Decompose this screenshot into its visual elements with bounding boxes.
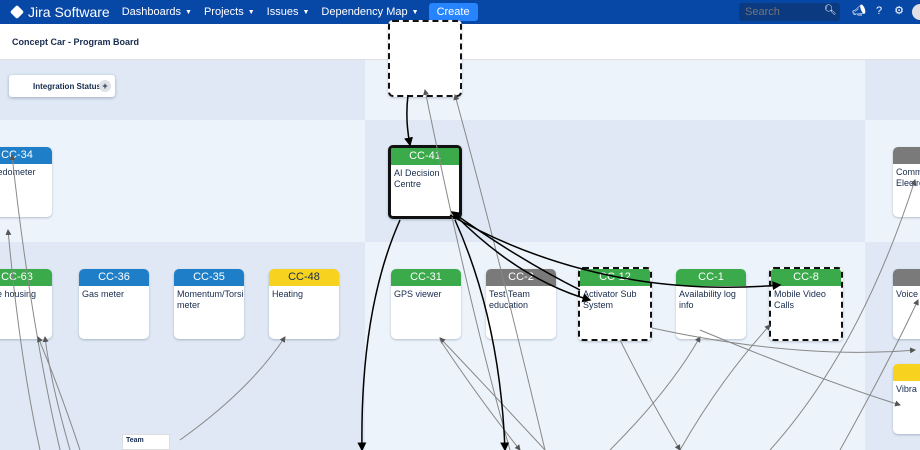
issue-key: C [893, 269, 920, 286]
chevron-down-icon: ▼ [302, 8, 310, 16]
create-button[interactable]: Create [428, 3, 478, 21]
issue-card-selected[interactable]: CC-41 AI Decision Centre [388, 145, 462, 219]
dependency-line-active [357, 219, 401, 450]
chevron-down-icon: ▼ [411, 8, 419, 16]
issue-card[interactable]: CC-36 Gas meter [79, 269, 149, 339]
issue-summary: Availability log info [679, 289, 736, 310]
issue-key: CC-35 [174, 269, 244, 286]
issue-key: CC-48 [269, 269, 339, 286]
issue-card[interactable]: CC-12 Activator Sub System [578, 267, 652, 341]
chevron-down-icon: ▼ [185, 8, 192, 16]
dependency-line [699, 329, 901, 407]
nav-dashboards[interactable]: Dashboards▼ [122, 6, 192, 18]
program-board: Integration Status + CC-34 ...eedometer … [0, 20, 920, 450]
gear-icon[interactable]: ⚙ [894, 5, 904, 17]
logo-text: Jira Software [28, 4, 110, 20]
dependency-line-active [404, 94, 413, 147]
issue-card[interactable]: CC-48 Heating [269, 269, 339, 339]
nav-projects[interactable]: Projects▼ [204, 6, 255, 18]
issue-key: C [893, 147, 920, 164]
issue-card[interactable]: CC-34 ...eedometer [0, 147, 52, 217]
integration-status-label: Integration Status [33, 82, 102, 91]
dependency-line [619, 339, 681, 450]
issue-summary: Voice c... [896, 289, 920, 299]
dependency-line [769, 179, 917, 450]
dependency-line [42, 336, 71, 450]
dependency-line [439, 339, 521, 450]
issue-summary: Comm... Electro... [896, 167, 920, 188]
issue-summary: Test Team education [489, 289, 530, 310]
jira-logo[interactable]: Jira Software [9, 4, 110, 20]
search-input[interactable] [739, 3, 840, 21]
dependency-line [37, 336, 81, 450]
issue-card[interactable]: CC-35 Momentum/Torsion meter [174, 269, 244, 339]
nav-issues[interactable]: Issues▼ [267, 6, 310, 18]
issue-summary: Vibra S... [896, 384, 920, 394]
issue-summary: ...eedometer [0, 167, 36, 177]
nav-dependency-map-label: Dependency Map [321, 6, 408, 18]
dependency-line [453, 94, 546, 450]
integration-status-panel[interactable]: Integration Status + [9, 75, 115, 97]
issue-card[interactable]: CC-31 GPS viewer [391, 269, 461, 339]
dependency-line-active [454, 219, 510, 450]
add-icon[interactable]: + [99, 80, 111, 92]
issue-card[interactable] [388, 20, 462, 97]
issue-summary: Mobile Video Calls [774, 289, 826, 310]
nav-dependency-map[interactable]: Dependency Map▼ [321, 6, 418, 18]
issue-summary: ...ve housing [0, 289, 37, 299]
issue-card[interactable]: CC-2 Test Team education [486, 269, 556, 339]
dependency-line [439, 337, 546, 450]
nav-dashboards-label: Dashboards [121, 6, 182, 18]
dependency-line [679, 324, 771, 450]
dependency-line [9, 154, 61, 450]
chevron-down-icon: ▼ [247, 8, 255, 16]
nav-issues-label: Issues [266, 6, 299, 18]
notifications-icon[interactable]: 📣︎ [852, 5, 866, 17]
dependency-line-active [454, 214, 592, 303]
jira-diamond-icon [9, 4, 25, 20]
page-title: Concept Car - Program Board [12, 37, 140, 47]
dependency-line [179, 336, 286, 441]
issue-key: CC-31 [391, 269, 461, 286]
issue-summary: Activator Sub System [583, 289, 637, 310]
search-icon[interactable]: 🔍︎ [824, 5, 837, 16]
issue-key: CC-1 [676, 269, 746, 286]
dependency-line [423, 89, 511, 450]
dependency-line [609, 336, 701, 450]
issue-summary: Momentum/Torsion meter [177, 289, 244, 310]
dependency-line-active [450, 211, 581, 291]
issue-key: C [893, 364, 920, 381]
dependency-lines [5, 89, 919, 450]
dependency-line-active [449, 214, 782, 291]
issue-summary: Heating [272, 289, 304, 299]
help-icon[interactable]: ? [875, 5, 883, 17]
issue-summary: GPS viewer [394, 289, 442, 299]
issue-card[interactable]: C Voice c... [893, 269, 920, 339]
issue-card[interactable]: C Vibra S... [893, 364, 920, 434]
team-label: Team [122, 434, 170, 450]
avatar[interactable] [912, 4, 920, 20]
dependency-line [651, 327, 916, 354]
issue-card[interactable]: CC-1 Availability log info [676, 269, 746, 339]
issue-key: CC-41 [391, 148, 459, 165]
dependency-line [839, 299, 919, 450]
dependency-line [5, 229, 41, 450]
issue-key: CC-8 [771, 269, 841, 286]
nav-projects-label: Projects [203, 6, 244, 18]
issue-card[interactable]: CC-8 Mobile Video Calls [769, 267, 843, 341]
top-navigation: Jira Software Dashboards▼ Projects▼ Issu… [0, 0, 920, 24]
issue-summary: AI Decision Centre [394, 168, 440, 189]
issue-key: CC-36 [79, 269, 149, 286]
issue-summary: Gas meter [82, 289, 125, 299]
